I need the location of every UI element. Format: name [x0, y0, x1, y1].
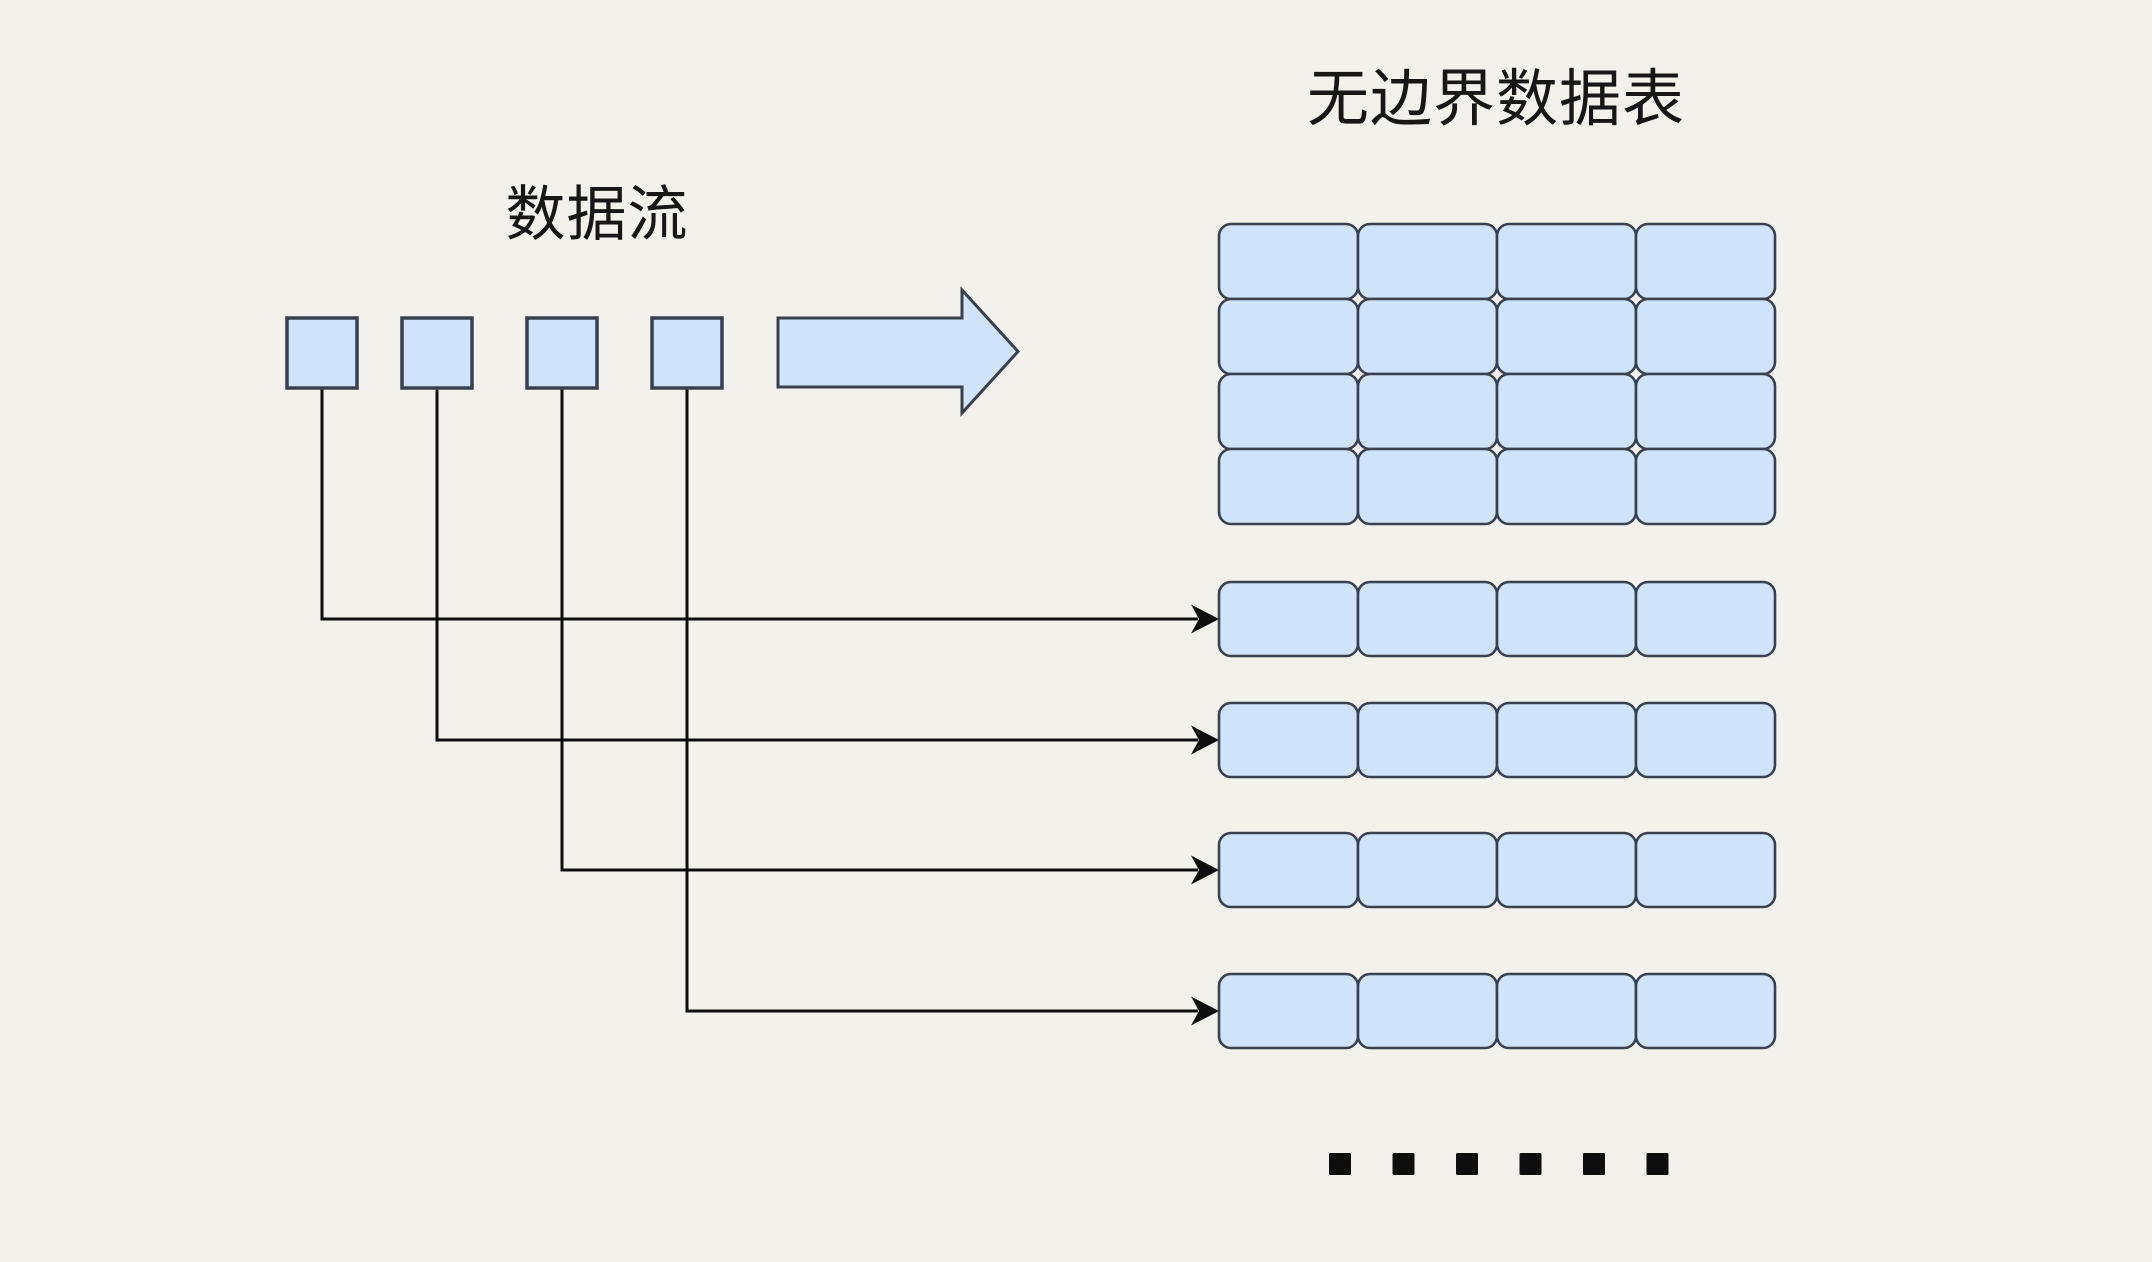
- arrowhead-icon: [1191, 855, 1219, 885]
- black-square-dot: [1519, 1153, 1542, 1175]
- arrowhead-icon: [1191, 725, 1219, 755]
- table-row-cell: [1495, 972, 1638, 1050]
- table-row-cell: [1495, 831, 1638, 909]
- stream-event-square: [400, 316, 474, 390]
- unbounded-table-grid: [1217, 222, 1777, 526]
- table-row-cell: [1634, 701, 1777, 779]
- table-cell: [1356, 297, 1499, 376]
- unbounded-table-title: 无边界数据表: [1306, 65, 1686, 134]
- stream-event-square: [525, 316, 599, 390]
- table-cell: [1356, 222, 1499, 301]
- black-square-dot: [1392, 1153, 1415, 1175]
- table-row-cell: [1356, 580, 1499, 658]
- table-row-cell: [1217, 701, 1360, 779]
- table-row-cell: [1634, 580, 1777, 658]
- black-square-dot: [1456, 1153, 1478, 1175]
- stream-event-square: [650, 316, 724, 390]
- table-cell: [1634, 222, 1777, 301]
- table-row-cell: [1356, 701, 1499, 779]
- black-square-dot: [1646, 1153, 1669, 1175]
- table-cell: [1356, 372, 1499, 451]
- table-cell: [1495, 447, 1638, 526]
- table-cell: [1495, 297, 1638, 376]
- table-row-cell: [1356, 972, 1499, 1050]
- arrowhead-icon: [1191, 604, 1219, 634]
- table-row-cell: [1634, 972, 1777, 1050]
- table-row-cell: [1217, 580, 1360, 658]
- table-row: [1217, 831, 1777, 909]
- connector-line: [560, 388, 1198, 872]
- stream-events: [285, 316, 724, 390]
- black-square-dot: [1583, 1153, 1605, 1175]
- table-row: [1217, 972, 1777, 1050]
- table-cell: [1634, 372, 1777, 451]
- table-cell: [1495, 222, 1638, 301]
- arrowhead-icon: [1191, 996, 1219, 1026]
- table-cell: [1356, 447, 1499, 526]
- table-cell: [1634, 297, 1777, 376]
- connector-line: [685, 388, 1198, 1013]
- table-cell: [1634, 447, 1777, 526]
- table-row-cell: [1356, 831, 1499, 909]
- black-square-dot: [1329, 1153, 1351, 1175]
- table-cell: [1217, 447, 1360, 526]
- table-cell: [1217, 222, 1360, 301]
- connector-line: [320, 388, 1198, 621]
- table-cell: [1495, 372, 1638, 451]
- connector-lines: [320, 388, 1219, 1026]
- table-row-cell: [1217, 831, 1360, 909]
- table-row-cell: [1217, 972, 1360, 1050]
- ellipsis-dots: [1329, 1153, 1669, 1175]
- table-row-cell: [1634, 831, 1777, 909]
- table-row-cell: [1495, 701, 1638, 779]
- connector-line: [435, 388, 1198, 742]
- right-arrow-icon: [776, 286, 1021, 417]
- table-row: [1217, 580, 1777, 658]
- table-row: [1217, 701, 1777, 779]
- stream-event-square: [285, 316, 359, 390]
- stream-label: 数据流: [505, 181, 689, 248]
- table-cell: [1217, 372, 1360, 451]
- table-cell: [1217, 297, 1360, 376]
- table-row-cell: [1495, 580, 1638, 658]
